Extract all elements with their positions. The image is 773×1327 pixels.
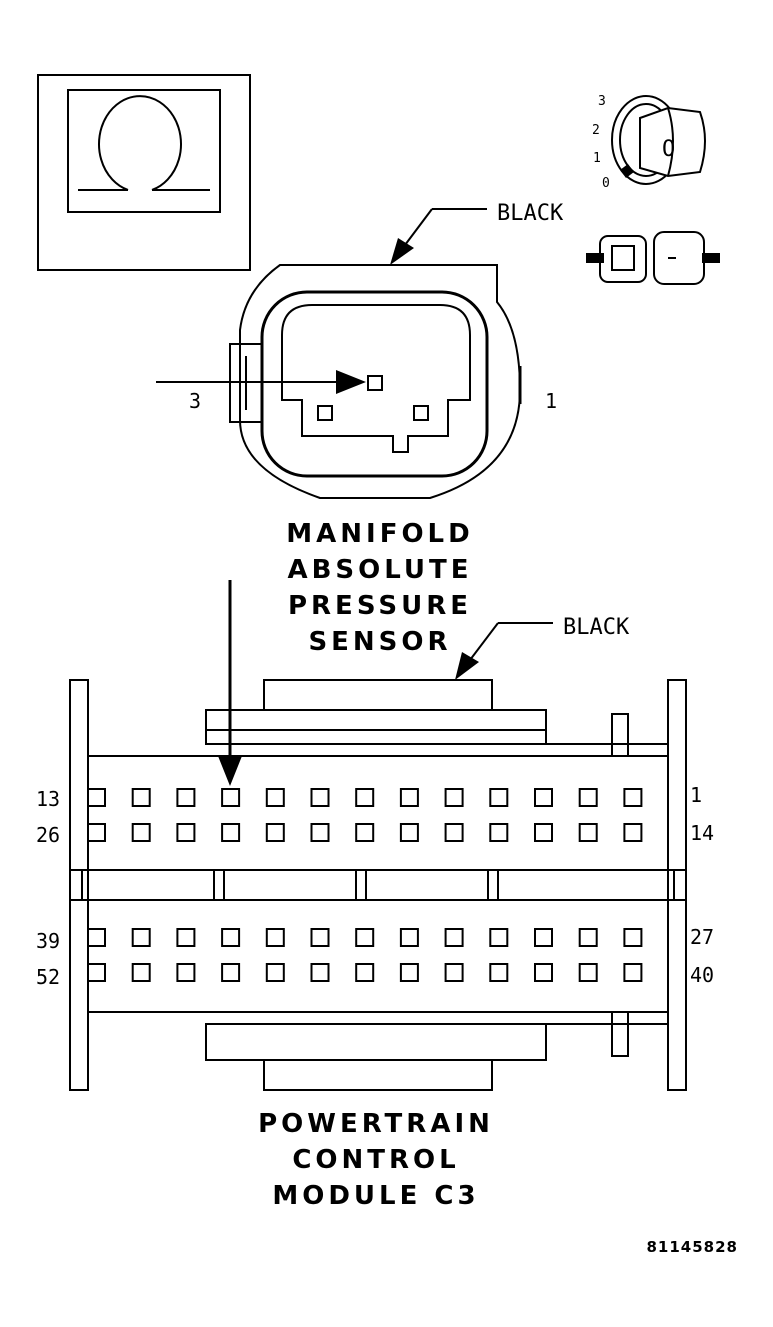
pcm-cavity xyxy=(310,788,330,807)
pcm-row1-left-label: 13 xyxy=(36,787,60,811)
pcm-row3-left-label: 39 xyxy=(36,929,60,953)
pcm-cavity xyxy=(355,823,375,842)
pcm-cavity xyxy=(355,928,375,947)
pcm-cavity xyxy=(578,823,598,842)
pcm-cavity xyxy=(355,963,375,982)
pcm-cavity xyxy=(221,788,241,807)
pcm-cavity xyxy=(310,928,330,947)
ohmmeter-icon xyxy=(37,74,251,271)
pcm-cavity xyxy=(578,788,598,807)
pcm-connector: BLACK 13 1 26 14 xyxy=(36,580,714,1091)
ignition-position-1: 1 xyxy=(593,151,601,166)
pcm-cavity xyxy=(623,928,643,947)
pcm-cavity xyxy=(265,928,285,947)
figure-code: 81145828 xyxy=(647,1238,739,1256)
sensor-name-line-3: PRESSURE xyxy=(288,591,472,621)
pcm-cavity xyxy=(534,788,553,807)
pcm-name-line-2: CONTROL xyxy=(292,1145,459,1175)
pcm-cavity xyxy=(265,963,285,982)
pcm-cavity xyxy=(444,823,464,842)
ignition-key-label: O xyxy=(662,137,675,162)
sensor-color-label: BLACK xyxy=(497,201,564,226)
pcm-row1-right-label: 1 xyxy=(690,783,702,807)
sensor-pin-3-label: 3 xyxy=(189,389,201,413)
sensor-connector: BLACK 3 1 xyxy=(156,201,564,499)
pcm-cavity xyxy=(131,963,151,982)
pcm-name-line-1: POWERTRAIN xyxy=(258,1109,494,1139)
pcm-cavity xyxy=(489,963,509,982)
pcm-cavity xyxy=(87,928,106,947)
pcm-cavity xyxy=(444,928,464,947)
pcm-cavity xyxy=(623,823,643,842)
pcm-cavity xyxy=(578,928,598,947)
pcm-row4-right-label: 40 xyxy=(690,963,714,987)
pcm-cavity xyxy=(87,963,106,982)
sensor-name-line-4: SENSOR xyxy=(308,627,451,657)
ignition-position-3: 3 xyxy=(598,94,606,109)
pcm-cavity xyxy=(131,788,151,807)
pcm-cavity xyxy=(534,928,553,947)
ignition-position-0: 0 xyxy=(602,176,610,191)
pcm-cavity xyxy=(131,928,151,947)
pcm-cavity xyxy=(310,823,330,842)
pcm-cavity xyxy=(399,963,419,982)
pcm-cavity xyxy=(176,823,196,842)
pcm-cavity xyxy=(310,963,330,982)
pcm-cavity xyxy=(131,823,151,842)
pcm-row4-left-label: 52 xyxy=(36,965,60,989)
pcm-cavity xyxy=(265,788,285,807)
pcm-cavity xyxy=(221,928,241,947)
pcm-cavity xyxy=(623,788,643,807)
pcm-name: POWERTRAIN CONTROL MODULE C3 xyxy=(258,1109,494,1211)
pcm-cavity xyxy=(355,788,375,807)
sensor-name: MANIFOLD ABSOLUTE PRESSURE SENSOR xyxy=(286,519,473,657)
pcm-row2-right-label: 14 xyxy=(690,821,714,845)
pcm-cavity xyxy=(444,963,464,982)
pcm-color-label: BLACK xyxy=(563,615,630,640)
pcm-cavity xyxy=(489,928,509,947)
pcm-cavity xyxy=(578,963,598,982)
pcm-cavity xyxy=(176,788,196,807)
pcm-cavity xyxy=(399,823,419,842)
pcm-cavity xyxy=(87,788,106,807)
pcm-cavity xyxy=(444,788,464,807)
pcm-cavity xyxy=(623,963,643,982)
pcm-cavity xyxy=(221,823,241,842)
pcm-cavity xyxy=(399,928,419,947)
pcm-row2-left-label: 26 xyxy=(36,823,60,847)
connector-icon xyxy=(586,231,720,285)
pcm-cavity xyxy=(176,928,196,947)
pcm-cavity xyxy=(489,823,509,842)
sensor-name-line-2: ABSOLUTE xyxy=(287,555,472,585)
pcm-cavity xyxy=(221,963,241,982)
pcm-cavity-grid xyxy=(87,788,643,982)
pcm-cavity xyxy=(399,788,419,807)
ignition-switch-icon: 3 2 1 0 O xyxy=(592,94,706,191)
pcm-cavity xyxy=(534,823,553,842)
pcm-name-line-3: MODULE C3 xyxy=(272,1181,479,1211)
ignition-position-2: 2 xyxy=(592,123,600,138)
sensor-name-line-1: MANIFOLD xyxy=(286,519,473,549)
pcm-cavity xyxy=(534,963,553,982)
pcm-cavity xyxy=(176,963,196,982)
pcm-row3-right-label: 27 xyxy=(690,925,714,949)
sensor-pin-1-label: 1 xyxy=(545,389,557,413)
pcm-cavity xyxy=(489,788,509,807)
pcm-cavity xyxy=(265,823,285,842)
pcm-cavity xyxy=(87,823,106,842)
